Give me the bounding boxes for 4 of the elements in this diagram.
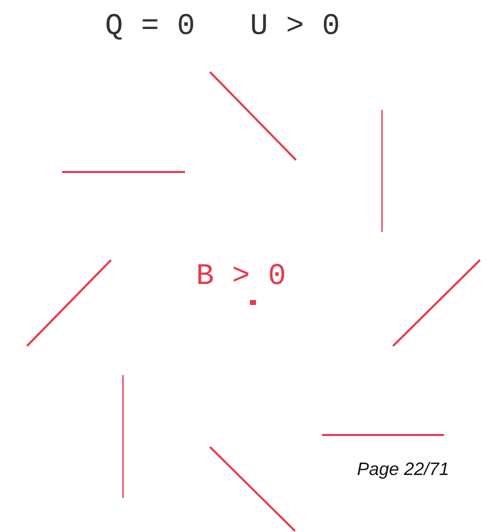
equation-text: U > 0	[250, 12, 340, 42]
page-number: Page 22/71	[357, 459, 450, 480]
equation-text: Q = 0	[105, 12, 196, 42]
equation-text: B > 0	[196, 262, 286, 292]
